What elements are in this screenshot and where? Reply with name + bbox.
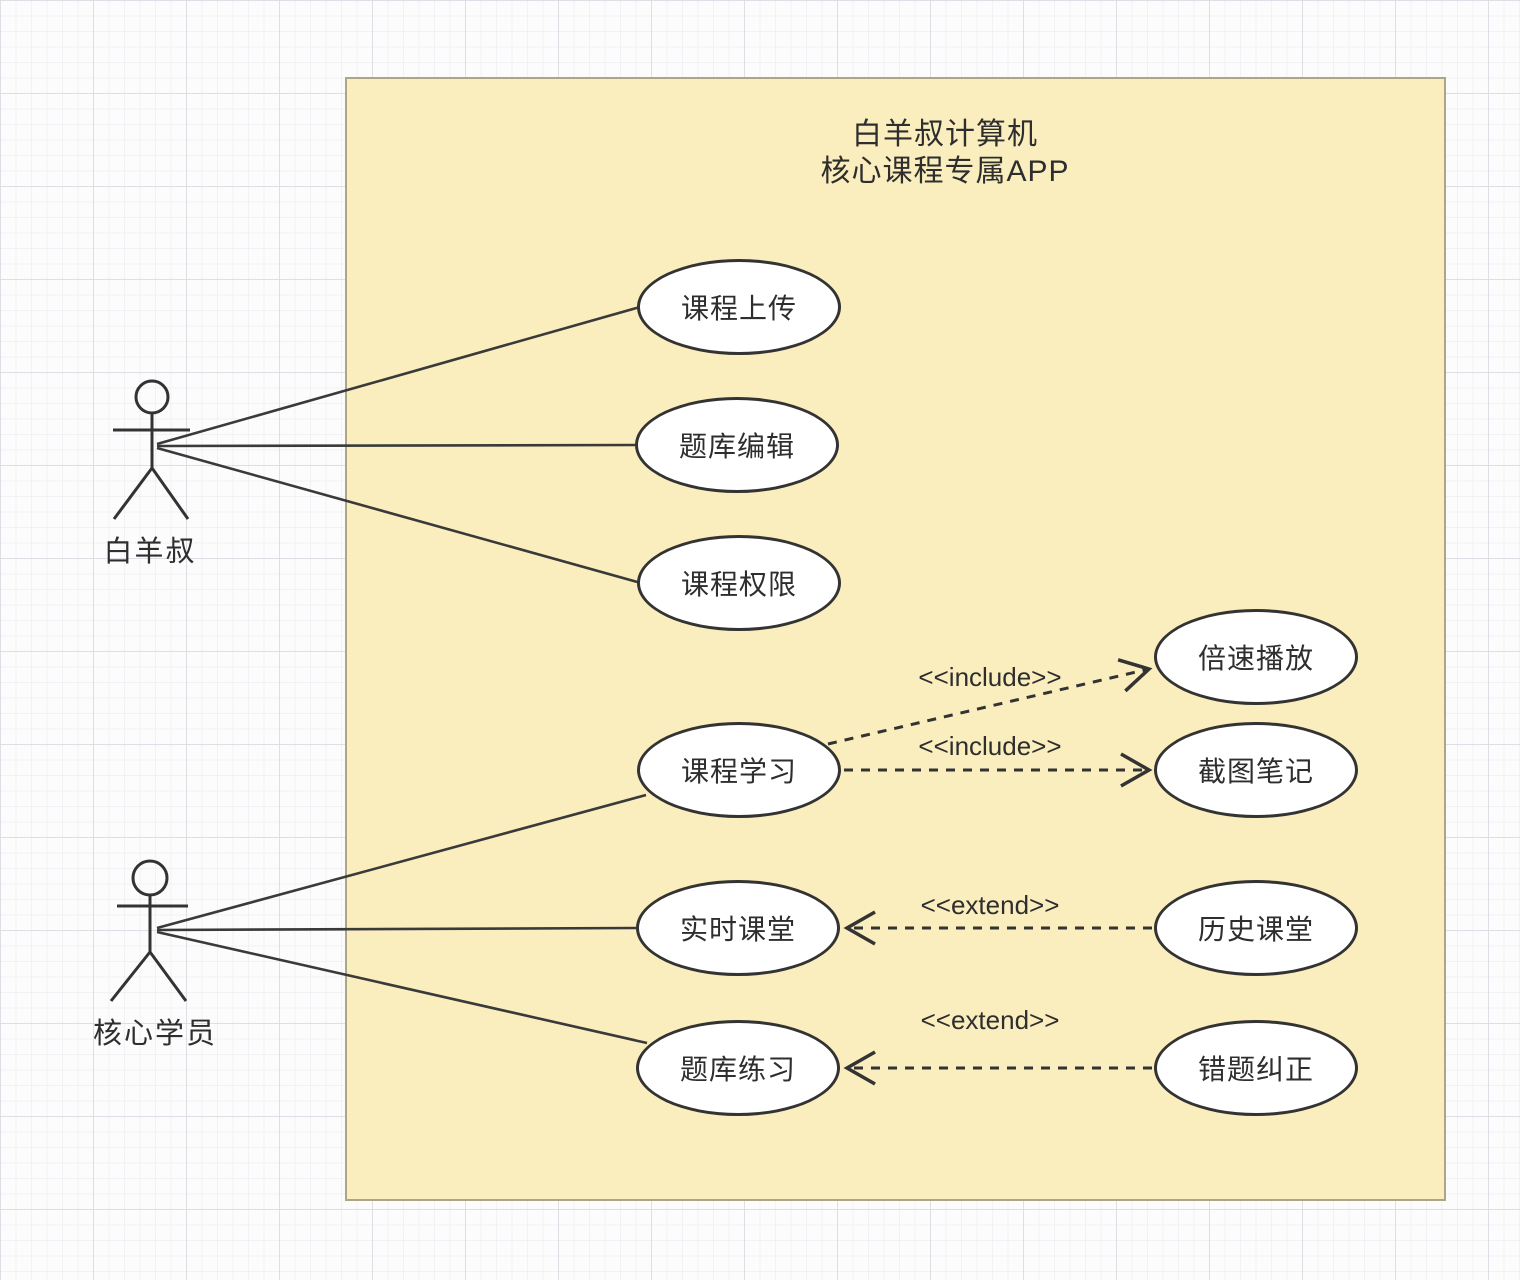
usecase-history-class[interactable]: 历史课堂 (1154, 880, 1358, 976)
extend-label-history-class: <<extend>> (920, 890, 1060, 920)
include-label-speed-playback: <<include>> (918, 662, 1062, 692)
usecase-question-bank-practice[interactable]: 题库练习 (636, 1020, 840, 1116)
usecase-label: 课程上传 (680, 293, 797, 324)
usecase-course-learning[interactable]: 课程学习 (637, 722, 841, 818)
extend-label-wrong-question-correction: <<extend>> (920, 1005, 1060, 1035)
system-title: 白羊叔计算机 核心课程专属APP (745, 116, 1145, 190)
actor-left-leg (112, 467, 154, 520)
usecase-label: 课程权限 (680, 569, 797, 600)
usecase-label: 错题纠正 (1197, 1054, 1314, 1085)
usecase-label: 题库编辑 (678, 431, 795, 462)
actor-label-uncle-aries: 白羊叔 (103, 536, 197, 568)
usecase-label: 题库练习 (679, 1054, 796, 1085)
usecase-realtime-class[interactable]: 实时课堂 (636, 880, 840, 976)
actor-right-leg (148, 951, 188, 1002)
usecase-speed-playback[interactable]: 倍速播放 (1154, 609, 1358, 705)
actor-head (134, 379, 170, 415)
usecase-screenshot-notes[interactable]: 截图笔记 (1154, 722, 1358, 818)
actor-left-leg (109, 951, 152, 1002)
usecase-label: 课程学习 (680, 756, 797, 787)
actor-right-leg (150, 467, 190, 520)
usecase-wrong-question-correction[interactable]: 错题纠正 (1154, 1020, 1358, 1116)
usecase-course-permission[interactable]: 课程权限 (637, 535, 841, 631)
usecase-label: 倍速播放 (1197, 643, 1314, 674)
system-title-line1: 白羊叔计算机 (852, 118, 1038, 151)
actor-figure-uncle-aries[interactable] (112, 379, 190, 520)
usecase-label: 截图笔记 (1197, 756, 1314, 787)
usecase-question-bank-edit[interactable]: 题库编辑 (635, 397, 839, 493)
actor-figure-core-student[interactable] (109, 859, 188, 1002)
system-title-line2: 核心课程专属APP (820, 155, 1070, 188)
usecase-label: 实时课堂 (679, 914, 796, 945)
usecase-label: 历史课堂 (1197, 914, 1314, 945)
include-label-screenshot-notes: <<include>> (918, 731, 1062, 761)
actor-head (131, 859, 169, 897)
actor-label-core-student: 核心学员 (92, 1018, 217, 1050)
usecase-course-upload[interactable]: 课程上传 (637, 259, 841, 355)
